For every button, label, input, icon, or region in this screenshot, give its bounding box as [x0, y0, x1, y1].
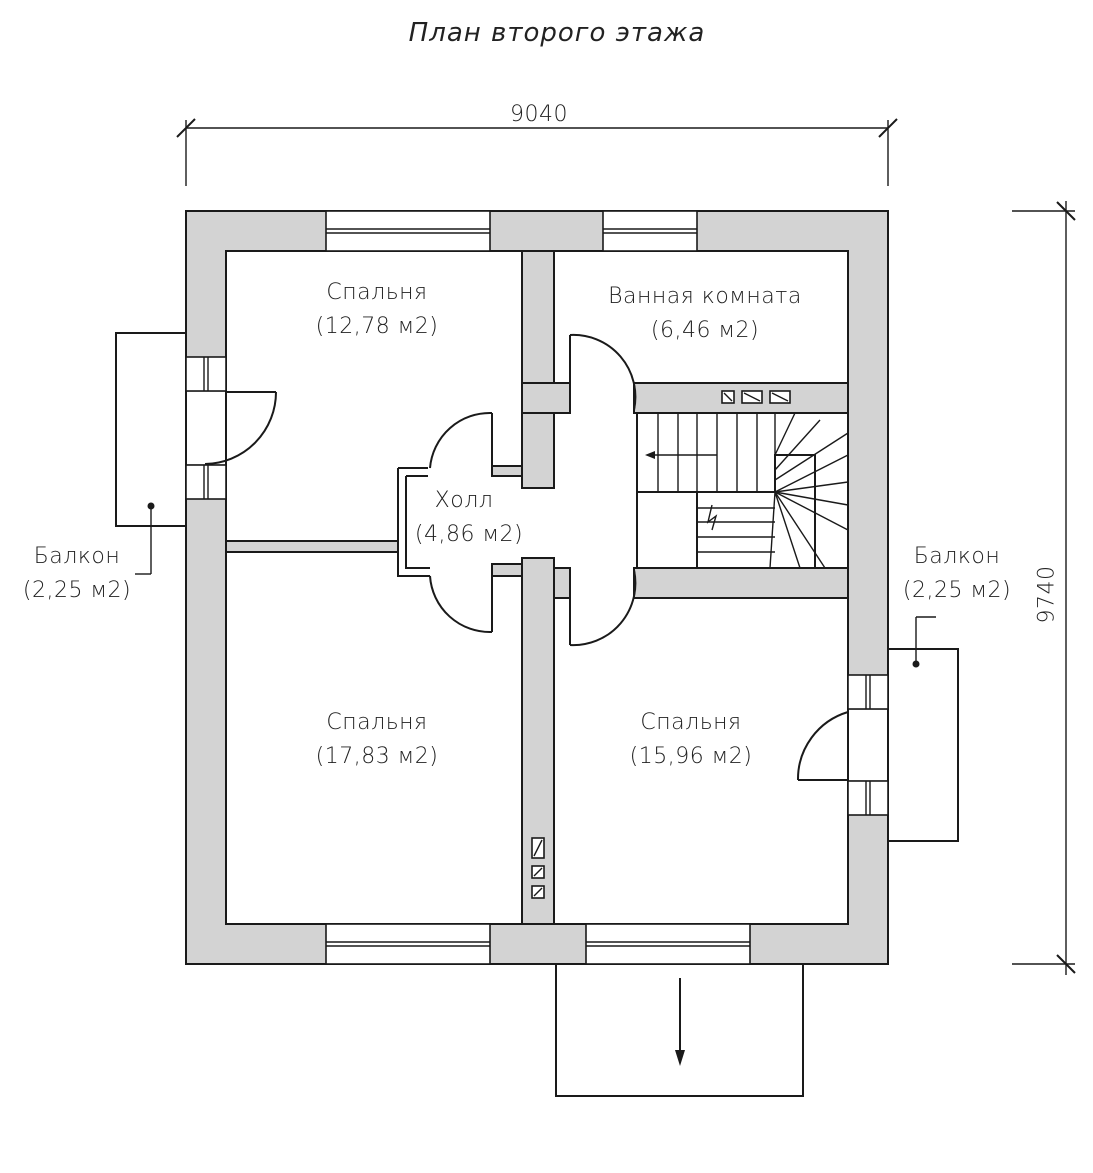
wall-vertical-bottom-cap [553, 567, 571, 599]
dimension-height [1012, 201, 1076, 975]
balcony-right-name: Балкон [913, 544, 1001, 569]
window-right-balcony-bottom [847, 780, 889, 816]
wall-vertical-mid [521, 412, 555, 489]
room-hall-area: (4,86 м2) [414, 522, 524, 547]
balcony-right-area: (2,25 м2) [902, 578, 1012, 603]
door-right-balcony [796, 711, 849, 781]
wall-hall-top-stub [491, 465, 523, 477]
window-top-left [325, 210, 491, 252]
plan-title: План второго этажа [408, 18, 706, 48]
dimension-width-label: 9040 [510, 102, 568, 127]
room-bedroom-top-name: Спальня [326, 280, 428, 305]
vent-ducts-bottom [531, 837, 545, 899]
window-right-balcony-top [847, 674, 889, 710]
window-bottom-right [585, 923, 751, 965]
balcony-right-outline [888, 616, 959, 842]
room-bedroom-top-area: (12,78 м2) [315, 314, 439, 339]
window-left-balcony-bottom [185, 464, 227, 500]
door-hall-top [429, 411, 493, 469]
room-bedroom-bottom-right-area: (15,96 м2) [629, 744, 753, 769]
room-bedroom-bottom-right-name: Спальня [640, 710, 742, 735]
balcony-left-area: (2,25 м2) [22, 578, 132, 603]
door-hall-bottom [429, 575, 493, 634]
wall-bathroom-bottom [633, 382, 849, 414]
room-bedroom-bottom-left-area: (17,83 м2) [315, 744, 439, 769]
vent-ducts-top [721, 390, 791, 404]
room-bathroom-name: Ванная комната [608, 284, 802, 309]
wall-vertical-top [521, 250, 555, 384]
porch-outline [555, 964, 804, 1097]
wall-top-left-divider [225, 540, 399, 553]
wall-stairs-bottom [633, 567, 849, 599]
dimension-height-label: 9740 [1034, 565, 1060, 624]
room-hall-name: Холл [434, 488, 494, 513]
window-top-right [602, 210, 698, 252]
dimension-width [176, 118, 898, 186]
room-bedroom-bottom-left-name: Спальня [326, 710, 428, 735]
door-bedroom-bottom-right [569, 569, 637, 647]
wall-vertical-top-lower [521, 382, 571, 414]
balcony-left-outline [115, 332, 186, 575]
door-bathroom [569, 333, 637, 411]
window-bottom-left [325, 923, 491, 965]
room-bathroom-area: (6,46 м2) [650, 318, 760, 343]
wall-vertical-bottom [521, 557, 555, 925]
wall-hall-bottom-stub [491, 563, 523, 577]
balcony-left-name: Балкон [33, 544, 121, 569]
door-left-balcony [204, 391, 277, 465]
window-left-balcony-top [185, 356, 227, 392]
staircase [636, 412, 849, 569]
